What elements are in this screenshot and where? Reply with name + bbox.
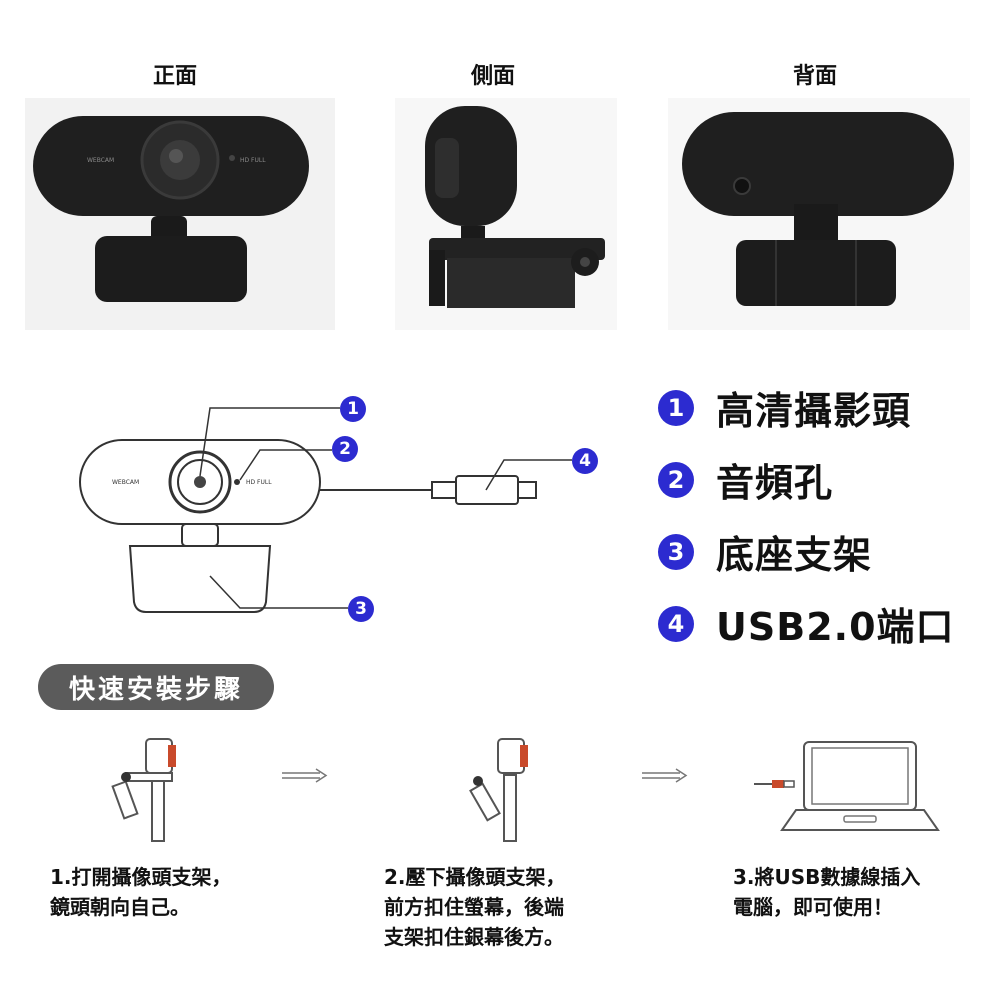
hd-full-text: HD FULL bbox=[240, 157, 266, 164]
title-back-view: 背面 bbox=[792, 64, 837, 89]
legend-number-3: 3 bbox=[658, 533, 694, 570]
legend-item-2: 2 音頻孔 bbox=[658, 452, 833, 507]
legend-label-2: 音頻孔 bbox=[716, 461, 834, 505]
title-side-view: 側面 bbox=[470, 64, 515, 89]
step-1-illustration bbox=[108, 735, 188, 845]
step-2-text: 2.壓下攝像頭支架， 前方扣住螢幕，後端 支架扣住銀幕後方。 bbox=[384, 862, 566, 952]
step-2-illustration bbox=[464, 735, 544, 845]
step-2-line-2: 前方扣住螢幕，後端 bbox=[384, 895, 564, 919]
legend-number-4: 4 bbox=[658, 605, 694, 642]
step-3-line-2: 電腦，即可使用！ bbox=[733, 895, 893, 919]
legend-item-4: 4 USB2.0端口 bbox=[658, 596, 955, 651]
quick-install-badge: 快速安裝步驟 bbox=[38, 664, 274, 710]
legend-label-1: 高清攝影頭 bbox=[716, 389, 912, 433]
step-3-laptop-illustration bbox=[752, 738, 942, 838]
legend-item-3: 3 底座支架 bbox=[658, 524, 872, 579]
step-1-line-1: 1.打開攝像頭支架， bbox=[50, 865, 232, 889]
step-1-line-2: 鏡頭朝向自己。 bbox=[50, 895, 190, 919]
step-arrow-2 bbox=[640, 768, 690, 788]
title-front-view: 正面 bbox=[152, 64, 197, 89]
diagram-webcam-logo-text: WEBCAM bbox=[112, 479, 139, 486]
step-1-text: 1.打開攝像頭支架， 鏡頭朝向自己。 bbox=[50, 862, 232, 922]
diagram-hd-full-text: HD FULL bbox=[246, 479, 272, 486]
webcam-logo-text: WEBCAM bbox=[87, 157, 114, 164]
callout-3: 3 bbox=[348, 596, 374, 622]
callout-4: 4 bbox=[572, 448, 598, 474]
step-2-line-3: 支架扣住銀幕後方。 bbox=[384, 925, 564, 949]
webcam-line-diagram: WEBCAM HD FULL 1 2 3 4 bbox=[60, 380, 620, 640]
step-2-line-1: 2.壓下攝像頭支架， bbox=[384, 865, 566, 889]
callout-1: 1 bbox=[340, 396, 366, 422]
step-3-text: 3.將USB數據線插入 電腦，即可使用！ bbox=[733, 862, 920, 922]
legend-label-3: 底座支架 bbox=[716, 533, 873, 577]
step-3-line-1: 3.將USB數據線插入 bbox=[733, 865, 921, 889]
front-view-photo: WEBCAM HD FULL bbox=[25, 98, 335, 330]
back-view-photo bbox=[668, 98, 970, 330]
legend-number-2: 2 bbox=[658, 461, 694, 498]
legend-label-4: USB2.0端口 bbox=[716, 605, 955, 649]
side-view-photo bbox=[395, 98, 617, 330]
legend-item-1: 1 高清攝影頭 bbox=[658, 380, 911, 435]
legend-number-1: 1 bbox=[658, 389, 694, 426]
step-arrow-1 bbox=[280, 768, 330, 788]
callout-2: 2 bbox=[332, 436, 358, 462]
